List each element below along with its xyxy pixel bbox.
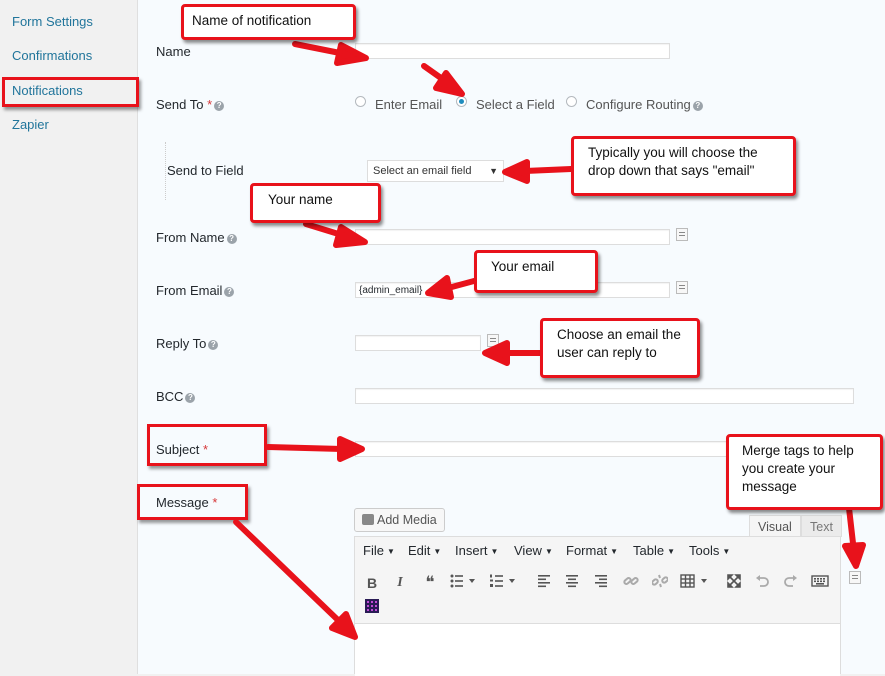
subject-input[interactable] bbox=[355, 441, 841, 457]
merge-tag-icon[interactable] bbox=[849, 571, 861, 584]
blockquote-icon[interactable]: ❝ bbox=[425, 573, 435, 592]
from-email-label: From Email? bbox=[156, 283, 235, 298]
sidebar-item-form-settings[interactable]: Form Settings bbox=[12, 14, 93, 29]
send-to-label: Send To *? bbox=[156, 97, 225, 112]
tab-text[interactable]: Text bbox=[801, 515, 842, 537]
menu-view[interactable]: View▼ bbox=[514, 543, 553, 558]
menu-edit[interactable]: Edit▼ bbox=[408, 543, 442, 558]
from-name-input[interactable] bbox=[355, 229, 670, 245]
highlight-message bbox=[137, 484, 248, 520]
table-icon[interactable] bbox=[679, 573, 713, 593]
italic-icon[interactable]: I bbox=[397, 575, 403, 590]
menu-tools[interactable]: Tools▼ bbox=[689, 543, 731, 558]
merge-tag-icon[interactable] bbox=[676, 228, 688, 241]
unlink-icon[interactable] bbox=[650, 573, 670, 593]
radio-select-a-field-label: Select a Field bbox=[476, 97, 555, 112]
link-icon[interactable] bbox=[621, 573, 641, 593]
radio-configure-routing-label: Configure Routing? bbox=[586, 97, 703, 112]
bcc-label: BCC? bbox=[156, 389, 196, 404]
annotation-your-name: Your name bbox=[250, 183, 381, 223]
highlight-subject bbox=[147, 424, 267, 466]
reply-to-label: Reply To? bbox=[156, 336, 219, 351]
message-editor: File▼ Edit▼ Insert▼ View▼ Format▼ Table▼… bbox=[354, 536, 841, 676]
help-icon[interactable]: ? bbox=[185, 393, 196, 403]
help-icon[interactable]: ? bbox=[692, 101, 703, 111]
radio-configure-routing[interactable] bbox=[566, 96, 577, 107]
help-icon[interactable]: ? bbox=[214, 101, 225, 111]
menu-insert[interactable]: Insert▼ bbox=[455, 543, 499, 558]
add-media-button[interactable]: Add Media bbox=[354, 508, 445, 532]
highlight-notifications bbox=[2, 77, 139, 107]
help-icon[interactable]: ? bbox=[208, 340, 219, 350]
help-icon[interactable]: ? bbox=[226, 234, 237, 244]
name-label: Name bbox=[156, 44, 191, 59]
annotation-reply-to: Choose an email the user can reply to bbox=[540, 318, 700, 378]
tab-visual[interactable]: Visual bbox=[749, 515, 801, 537]
reply-to-input[interactable] bbox=[355, 335, 481, 351]
numbered-list-icon[interactable] bbox=[488, 573, 520, 593]
bcc-input[interactable] bbox=[355, 388, 854, 404]
send-to-field-select[interactable]: Select an email field ▼ bbox=[367, 160, 504, 182]
radio-enter-email[interactable] bbox=[355, 96, 366, 107]
color-grid-icon[interactable] bbox=[362, 598, 382, 618]
name-input[interactable] bbox=[355, 43, 670, 59]
fullscreen-icon[interactable] bbox=[724, 573, 744, 593]
send-to-field-label: Send to Field bbox=[167, 163, 244, 178]
indent-guide bbox=[165, 142, 167, 200]
align-center-icon[interactable] bbox=[562, 573, 582, 593]
subject-label: Subject * bbox=[156, 442, 209, 457]
menu-format[interactable]: Format▼ bbox=[566, 543, 619, 558]
merge-tag-icon[interactable] bbox=[487, 334, 499, 347]
help-icon[interactable]: ? bbox=[224, 287, 235, 297]
message-label: Message * bbox=[156, 495, 218, 510]
keyboard-icon[interactable] bbox=[810, 573, 830, 593]
bold-icon[interactable]: B bbox=[366, 575, 378, 591]
menu-file[interactable]: File▼ bbox=[363, 543, 395, 558]
chevron-down-icon: ▼ bbox=[489, 166, 498, 176]
annotation-send-field: Typically you will choose the drop down … bbox=[571, 136, 796, 196]
sidebar-item-zapier[interactable]: Zapier bbox=[12, 117, 49, 132]
from-name-label: From Name? bbox=[156, 230, 237, 245]
media-icon bbox=[362, 514, 374, 525]
align-right-icon[interactable] bbox=[591, 573, 611, 593]
merge-tag-icon[interactable] bbox=[676, 281, 688, 294]
undo-icon[interactable] bbox=[752, 573, 772, 593]
redo-icon[interactable] bbox=[781, 573, 801, 593]
annotation-your-email: Your email bbox=[474, 250, 598, 293]
radio-select-a-field[interactable] bbox=[456, 96, 467, 107]
align-left-icon[interactable] bbox=[534, 573, 554, 593]
sidebar-item-confirmations[interactable]: Confirmations bbox=[12, 48, 93, 63]
sidebar-item-notifications[interactable]: Notifications bbox=[12, 83, 83, 98]
message-text-area[interactable] bbox=[355, 623, 840, 676]
bullet-list-icon[interactable] bbox=[448, 573, 480, 593]
settings-sidebar: Form Settings Confirmations Notification… bbox=[0, 0, 138, 674]
menu-table[interactable]: Table▼ bbox=[633, 543, 675, 558]
radio-enter-email-label: Enter Email bbox=[375, 97, 443, 112]
annotation-merge-tags: Merge tags to help you create your messa… bbox=[726, 434, 883, 510]
annotation-name: Name of notification bbox=[181, 4, 356, 40]
